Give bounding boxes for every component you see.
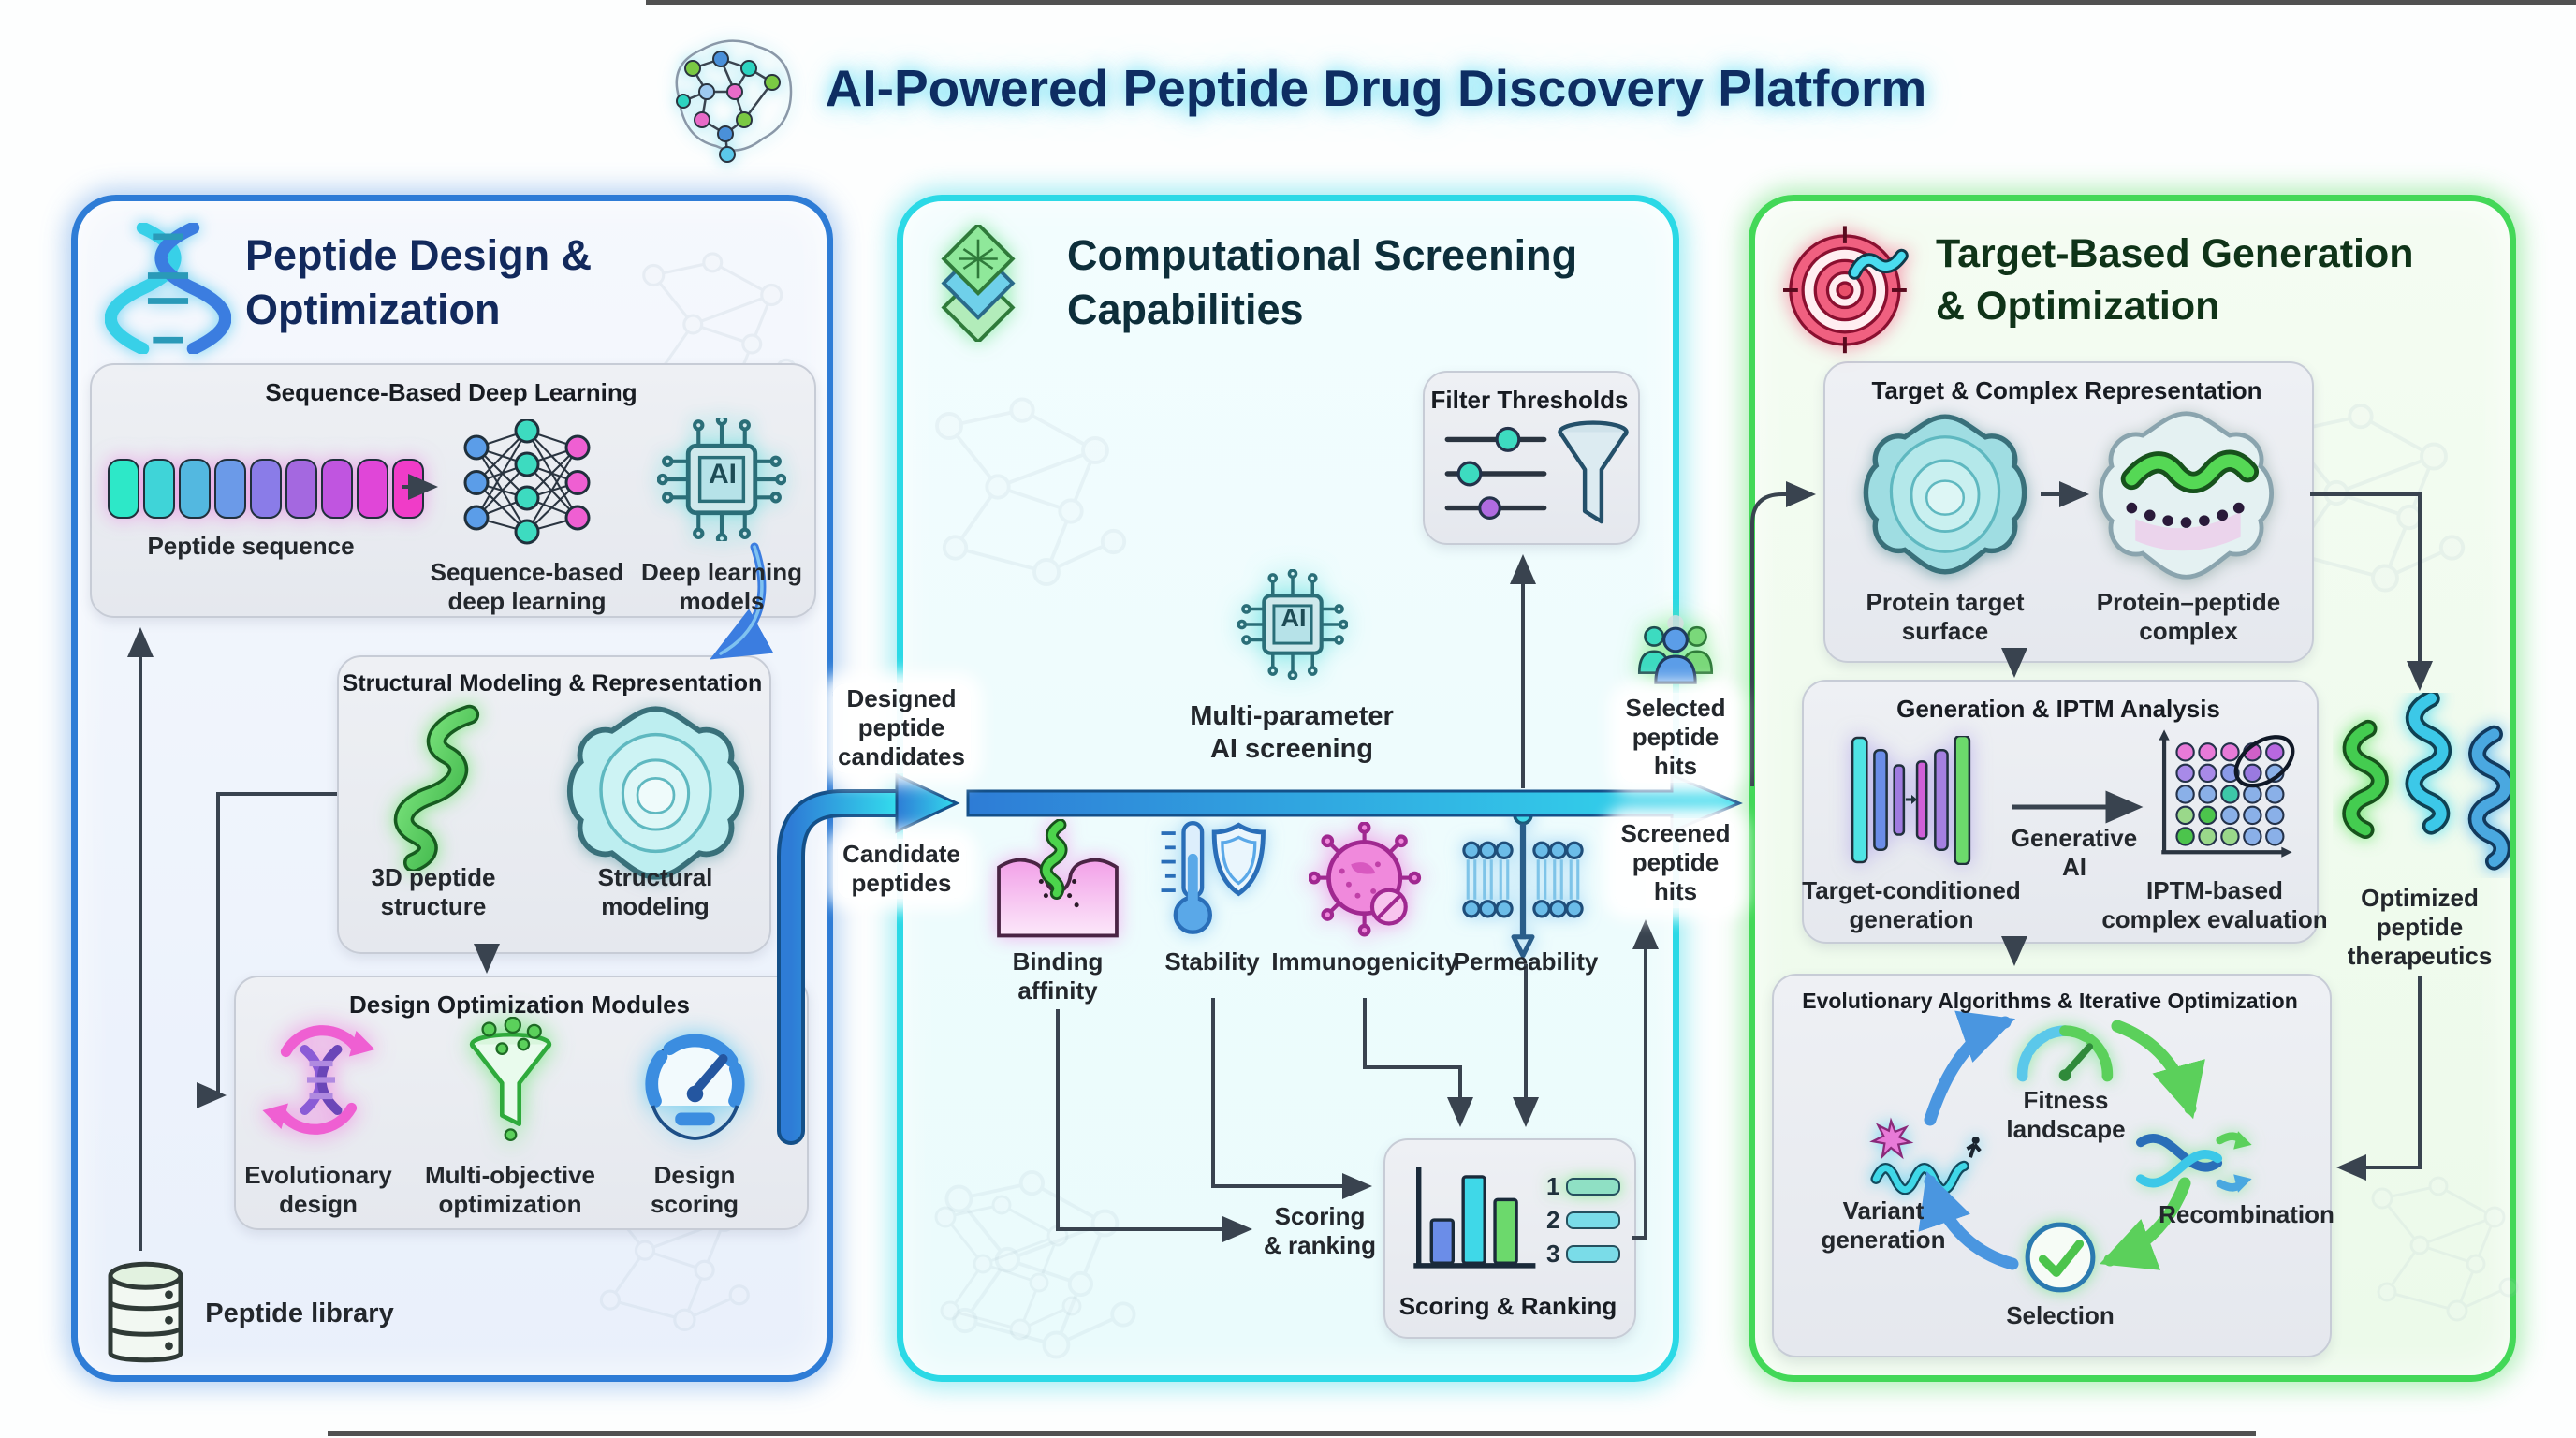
top-edge-line xyxy=(646,0,2576,5)
filter-funnel-icon xyxy=(1558,420,1629,524)
rank-3: 3 xyxy=(1546,1240,1560,1268)
target-icon xyxy=(1783,226,1909,354)
immunogenicity-icon xyxy=(1309,822,1422,937)
fitness-landscape-gauge-icon xyxy=(2016,1025,2114,1082)
peptide-sequence-label: Peptide sequence xyxy=(147,532,355,560)
sequence-box-title: Sequence-Based Deep Learning xyxy=(265,378,637,406)
bottom-edge-line xyxy=(328,1431,2256,1436)
stability-icon xyxy=(1161,821,1266,934)
design-opt-box-title: Design Optimization Modules xyxy=(348,990,691,1019)
filter-box-title: Filter Thresholds xyxy=(1430,386,1629,414)
stability-label: Stability xyxy=(1164,947,1260,976)
rank-1-pill xyxy=(1566,1178,1621,1196)
gen-box-title: Generation & IPTM Analysis xyxy=(1896,695,2220,723)
protein-target-surface-icon xyxy=(1863,414,2027,575)
repr-box-title: Target & Complex Representation xyxy=(1871,376,2262,404)
target-panel-title-line1: Target-Based Generation xyxy=(1936,231,2414,276)
encoder-decoder-icon xyxy=(1851,736,1971,865)
permeability-icon xyxy=(1462,805,1584,959)
scoring-box-title: Scoring & Ranking xyxy=(1398,1292,1617,1320)
rank-2-pill xyxy=(1566,1211,1621,1229)
structural-blob-icon xyxy=(567,706,744,880)
selection-label: Selection xyxy=(2006,1301,2115,1329)
rank-row-1: 1 xyxy=(1546,1172,1621,1201)
multi-objective-funnel-icon xyxy=(469,1017,552,1142)
optimized-helices-icon xyxy=(2342,693,2510,871)
rank-2: 2 xyxy=(1546,1206,1560,1234)
rank-row-2: 2 xyxy=(1546,1206,1621,1235)
design-panel-title-line2: Optimization xyxy=(245,286,501,333)
layers-icon xyxy=(941,225,1016,342)
rank-row-3: 3 xyxy=(1546,1240,1621,1269)
rank-1: 1 xyxy=(1546,1172,1560,1200)
sliders-icon xyxy=(1444,426,1547,520)
scoring-ranking-note: Scoring& ranking xyxy=(1264,1202,1376,1260)
structural-box-title: Structural Modeling & Representation xyxy=(342,670,763,697)
recombination-icon xyxy=(2136,1131,2252,1193)
rank-3-pill xyxy=(1566,1245,1621,1263)
screening-panel-title-line2: Capabilities xyxy=(1067,286,1304,333)
evolutionary-design-icon xyxy=(262,1025,375,1135)
page-title: AI-Powered Peptide Drug Discovery Platfo… xyxy=(825,59,1927,117)
protein-peptide-complex-icon xyxy=(2099,411,2274,580)
immunogenicity-label: Immunogenicity xyxy=(1271,947,1458,976)
bar-chart-icon xyxy=(1413,1167,1536,1269)
helix-3d-icon xyxy=(393,704,480,871)
target-panel-title-line2: & Optimization xyxy=(1936,284,2220,329)
peptide-sequence-pills xyxy=(108,459,424,519)
variant-generation-icon xyxy=(1869,1117,1982,1195)
scoring-ranking-box xyxy=(1383,1138,1636,1339)
design-panel-title-line1: Peptide Design & xyxy=(245,231,593,279)
ai-chip-icon xyxy=(657,418,786,541)
dna-helix-icon xyxy=(105,223,231,354)
ai-screening-chip-icon xyxy=(1237,569,1348,680)
brain-network-icon xyxy=(675,39,793,163)
selection-check-icon xyxy=(2025,1222,2096,1293)
screening-panel-title-line1: Computational Screening xyxy=(1067,231,1578,279)
selected-hits-people-icon xyxy=(1637,615,1714,684)
iptm-grid-icon xyxy=(2159,729,2295,858)
recombination-label: Recombination xyxy=(2159,1200,2334,1228)
ai-chip-label: AI xyxy=(709,459,737,490)
peptide-library-label: Peptide library xyxy=(205,1299,394,1328)
neural-network-icon xyxy=(463,419,591,545)
ai-screening-chip-label: AI xyxy=(1281,604,1307,632)
permeability-label: Permeability xyxy=(1453,947,1599,976)
database-icon xyxy=(108,1261,183,1363)
binding-affinity-icon xyxy=(997,819,1119,938)
design-scoring-gauge-icon xyxy=(645,1034,745,1140)
evo-box-title: Evolutionary Algorithms & Iterative Opti… xyxy=(1802,989,2298,1013)
